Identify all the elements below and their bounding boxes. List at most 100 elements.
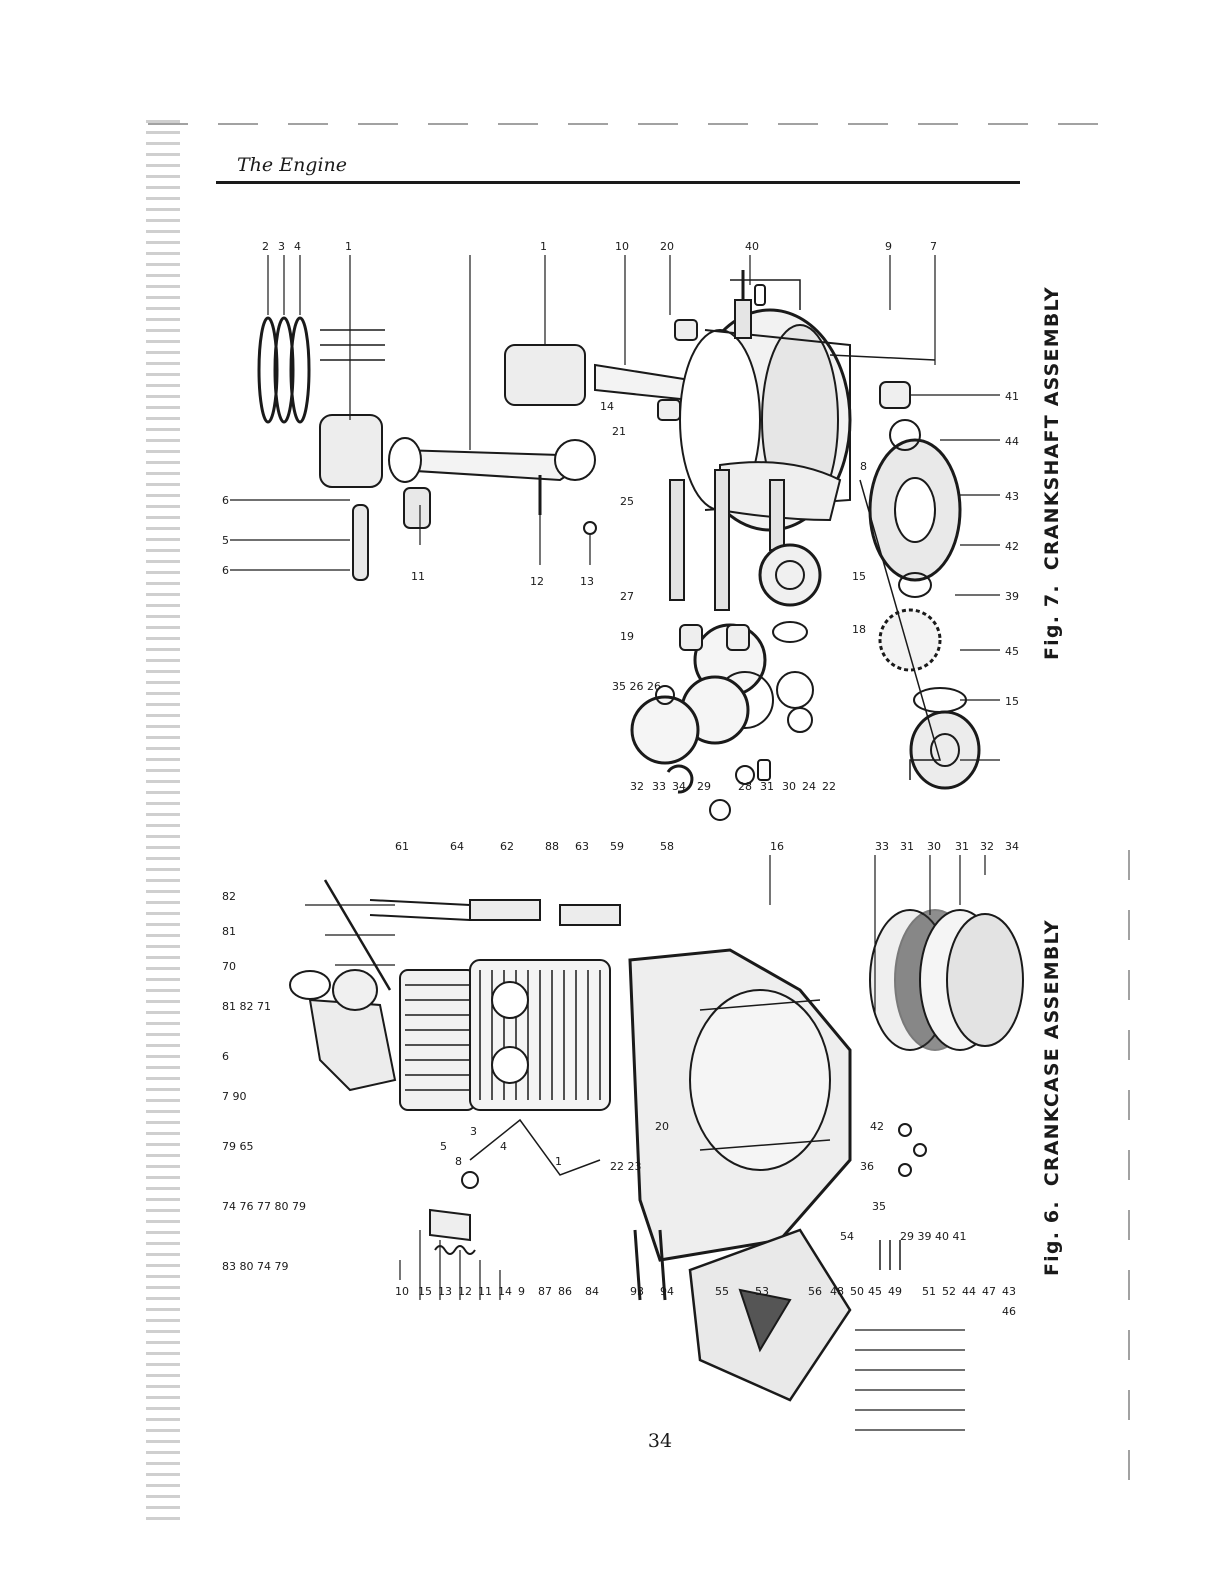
callout: 53: [755, 1285, 769, 1298]
callout: 1: [345, 240, 352, 253]
callout: 6: [222, 564, 229, 577]
callout: 1: [540, 240, 547, 253]
page-number: 34: [647, 1430, 673, 1452]
callout: 47: [982, 1285, 996, 1298]
callout: 49: [888, 1285, 902, 1298]
callout: 83 80 74 79: [222, 1260, 288, 1273]
callout: 79 65: [222, 1140, 254, 1153]
callout: 62: [500, 840, 514, 853]
callout: 59: [610, 840, 624, 853]
callout: 20: [660, 240, 674, 253]
callout: 84: [585, 1285, 599, 1298]
callout: 3: [470, 1125, 477, 1138]
callout: 28: [738, 780, 752, 793]
callout-leaders: [230, 255, 1000, 1431]
callout: 27: [620, 590, 634, 603]
callout: 30: [927, 840, 941, 853]
callout: 30: [782, 780, 796, 793]
callout: 18: [852, 623, 866, 636]
callout: 61: [395, 840, 409, 853]
callout: 2: [262, 240, 269, 253]
callout: 22: [822, 780, 836, 793]
callout: 50: [850, 1285, 864, 1298]
figure-7-caption: Fig. 7. CRANKSHAFT ASSEMBLY: [1041, 286, 1063, 660]
callout: 6: [222, 494, 229, 507]
callout: 44: [1005, 435, 1019, 448]
scan-binding-edge: [146, 120, 180, 1520]
callout: 19: [620, 630, 634, 643]
callout: 56: [808, 1285, 822, 1298]
crankshaft-assembly-drawing: [257, 270, 981, 821]
callout: 3: [278, 240, 285, 253]
callout: 32: [980, 840, 994, 853]
callout: 88: [545, 840, 559, 853]
callout: 39: [1005, 590, 1019, 603]
callout: 34: [1005, 840, 1019, 853]
callout: 7 90: [222, 1090, 247, 1103]
callout: 43: [1002, 1285, 1016, 1298]
callout: 36: [860, 1160, 874, 1173]
callout: 15: [1005, 695, 1019, 708]
figure-6-label: Fig. 6.: [1041, 1200, 1063, 1276]
callout: 31: [900, 840, 914, 853]
callout: 63: [575, 840, 589, 853]
callout: 93: [630, 1285, 644, 1298]
callout: 48: [830, 1285, 844, 1298]
figure-6-title: CRANKCASE ASSEMBLY: [1041, 919, 1063, 1187]
callout: 35: [872, 1200, 886, 1213]
crankcase-assembly-drawing: [289, 879, 1024, 1402]
callout: 32: [630, 780, 644, 793]
callout: 4: [500, 1140, 507, 1153]
callout: 7: [930, 240, 937, 253]
callout: 8: [860, 460, 867, 473]
callout: 13: [580, 575, 594, 588]
callout: 42: [870, 1120, 884, 1133]
callout: 13: [438, 1285, 452, 1298]
callout: 44: [962, 1285, 976, 1298]
callout: 9: [518, 1285, 525, 1298]
callout: 10: [395, 1285, 409, 1298]
figure-7-label: Fig. 7.: [1041, 584, 1063, 660]
callout: 74 76 77 80 79: [222, 1200, 306, 1213]
callout: 46: [1002, 1305, 1016, 1318]
callout: 41: [1005, 390, 1019, 403]
header-rule: [216, 181, 1020, 184]
callout-numbers: 2 3 4 1 6 5 6 11 12 13 1 10 20 40 9 7 14…: [222, 240, 1019, 1318]
callout: 11: [411, 570, 425, 583]
callout: 8: [455, 1155, 462, 1168]
callout: 31: [955, 840, 969, 853]
callout: 58: [660, 840, 674, 853]
callout: 33: [875, 840, 889, 853]
callout: 34: [672, 780, 686, 793]
callout: 55: [715, 1285, 729, 1298]
callout: 24: [802, 780, 816, 793]
callout: 45: [868, 1285, 882, 1298]
callout: 25: [620, 495, 634, 508]
callout: 33: [652, 780, 666, 793]
callout: 64: [450, 840, 464, 853]
callout: 45: [1005, 645, 1019, 658]
callout: 14: [600, 400, 614, 413]
callout: 14: [498, 1285, 512, 1298]
callout: 43: [1005, 490, 1019, 503]
figure-7-title: CRANKSHAFT ASSEMBLY: [1041, 286, 1063, 571]
figure-6-caption: Fig. 6. CRANKCASE ASSEMBLY: [1041, 919, 1063, 1276]
scan-top-rule: [148, 123, 1098, 125]
callout: 86: [558, 1285, 572, 1298]
callout: 22 23: [610, 1160, 642, 1173]
callout: 15: [852, 570, 866, 583]
callout: 9: [885, 240, 892, 253]
callout: 70: [222, 960, 236, 973]
callout: 5: [440, 1140, 447, 1153]
callout: 40: [745, 240, 759, 253]
callout: 42: [1005, 540, 1019, 553]
callout: 81 82 71: [222, 1000, 271, 1013]
callout: 52: [942, 1285, 956, 1298]
callout: 54: [840, 1230, 854, 1243]
callout: 35 26 26: [612, 680, 661, 693]
callout: 1: [555, 1155, 562, 1168]
scan-right-edge: [1128, 850, 1130, 1490]
callout: 31: [760, 780, 774, 793]
callout: 21: [612, 425, 626, 438]
